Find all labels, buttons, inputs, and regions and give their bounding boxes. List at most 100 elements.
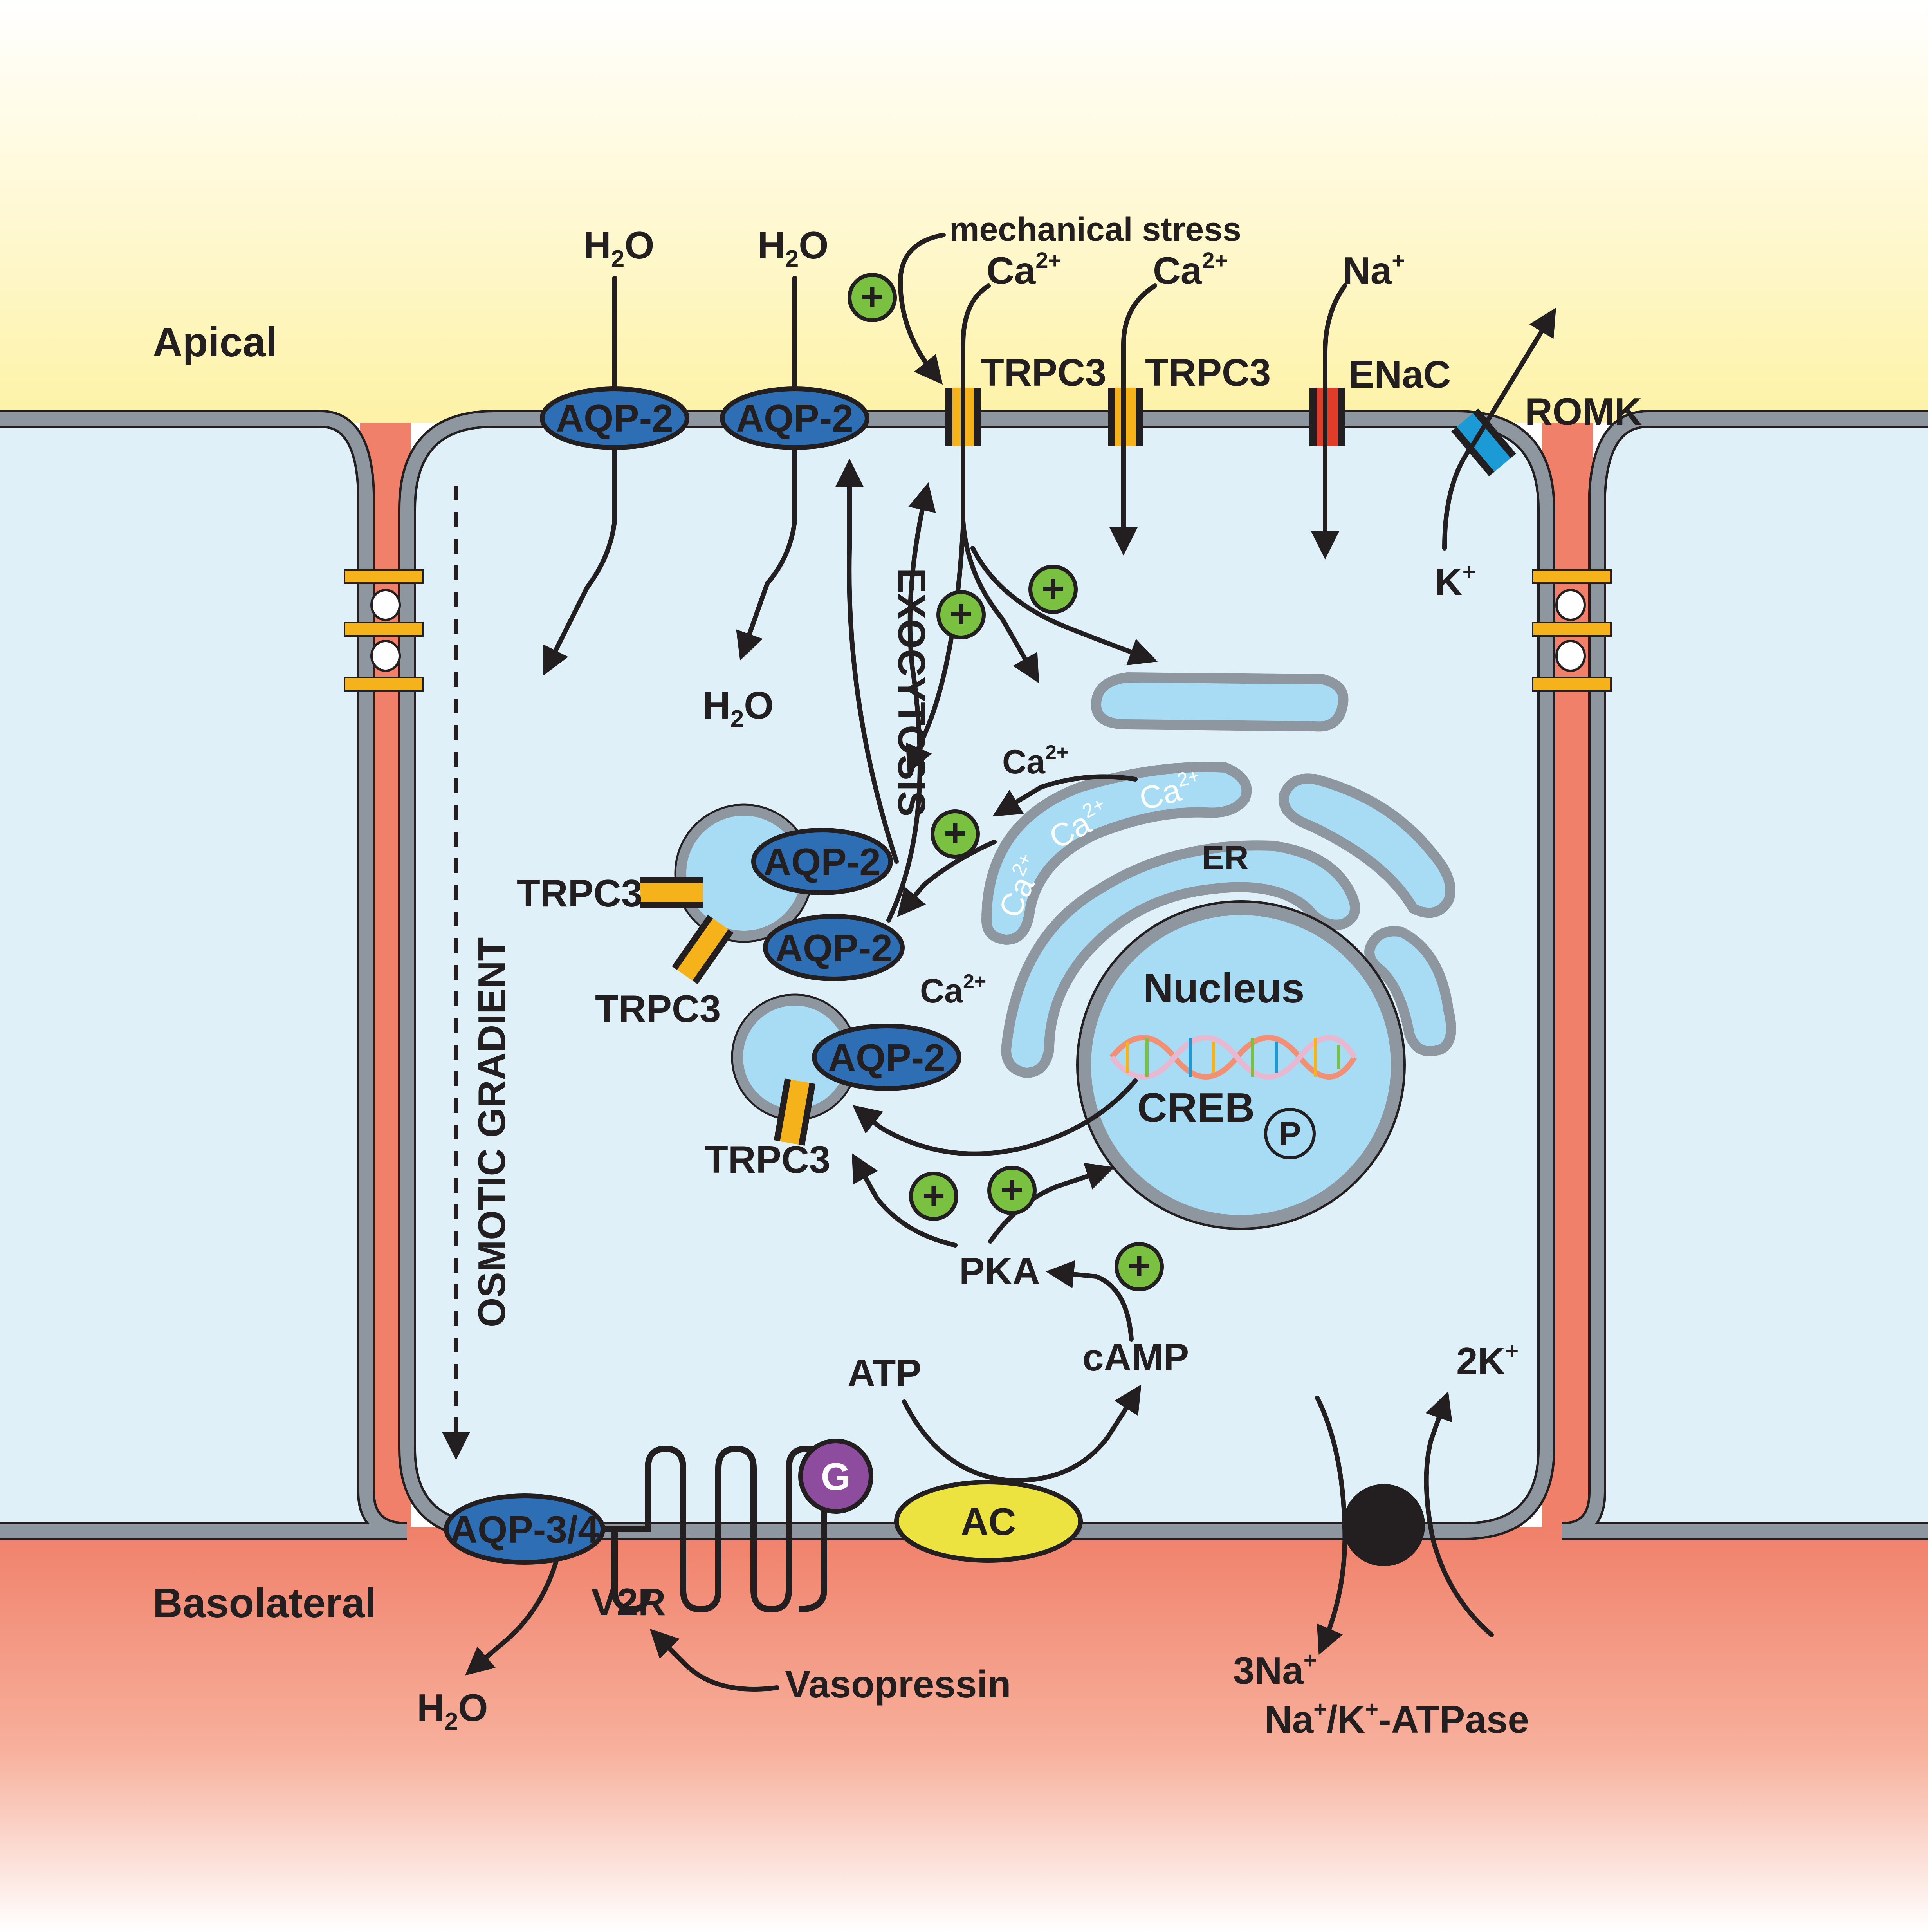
- exocytosis-arrow-1: [835, 459, 899, 864]
- k-flow-romk: [1442, 307, 1556, 551]
- pka-to-vesicle-arrow: [852, 1153, 958, 1248]
- ca-flow-to-er: [970, 546, 1158, 666]
- ca-flow-trpc3-1: [961, 283, 1039, 684]
- svg-text:+: +: [950, 592, 972, 636]
- mechanical-stress-arrow: [898, 233, 946, 385]
- right-neighbor-cell: [1562, 419, 1928, 1531]
- na-efflux-arrow: [1315, 1396, 1347, 1655]
- svg-text:+: +: [944, 811, 967, 855]
- h2o-label-cytoplasm: H2O: [703, 684, 774, 733]
- left-neighbor-cell: [0, 419, 407, 1531]
- plus-badge-camp: +: [1115, 1242, 1164, 1291]
- trpc3-label-apical-1: TRPC3: [981, 351, 1106, 394]
- svg-text:+: +: [1042, 567, 1064, 610]
- osmotic-gradient-label: OSMOTIC GRADIENT: [470, 937, 513, 1327]
- svg-text:AQP-2: AQP-2: [736, 397, 853, 440]
- basolateral-label: Basolateral: [153, 1580, 377, 1626]
- na-flow-enac: [1311, 283, 1347, 560]
- h2o-label-apical-2: H2O: [757, 224, 829, 273]
- svg-text:G: G: [821, 1455, 851, 1498]
- er-ca-release-arrow-2: [897, 840, 997, 917]
- v2r-receptor-loops: [611, 1529, 651, 1613]
- er-ca-release-arrow-1: [992, 774, 1138, 816]
- svg-text:+: +: [1128, 1244, 1151, 1288]
- apical-label: Apical: [153, 319, 277, 365]
- basolateral-interstitium: [0, 1527, 1928, 1932]
- svg-text:AC: AC: [961, 1500, 1016, 1543]
- na-k-atpase-pump: [1343, 1484, 1425, 1566]
- aqp2-channel-apical-1: AQP-2: [540, 386, 689, 450]
- creb-label: CREB: [1137, 1085, 1255, 1131]
- ca-label-apical-2: Ca2+: [1153, 248, 1228, 292]
- trpc3-vesicle-upper-2: [672, 915, 734, 984]
- vasopressin-arrow: [649, 1629, 779, 1692]
- trpc3-label-vesicle-1: TRPC3: [517, 872, 642, 915]
- trpc3-label-apical-2: TRPC3: [1145, 351, 1271, 394]
- plus-badge-ca-1: +: [936, 590, 986, 639]
- ca-label-cytoplasm-2: Ca2+: [920, 970, 986, 1010]
- tight-junction-right: [1532, 569, 1612, 692]
- apical-water-entry: [543, 276, 797, 676]
- exocytosis-arrow-2: [886, 482, 936, 923]
- svg-text:AQP-2: AQP-2: [763, 840, 881, 883]
- trpc3-vesicle-lower: [774, 1078, 816, 1146]
- svg-text:AQP-2: AQP-2: [556, 397, 673, 440]
- plus-badge-pka-1: +: [909, 1172, 958, 1221]
- nucleus-label: Nucleus: [1143, 965, 1304, 1011]
- exocytosis-label: EXOCYTOSIS: [890, 568, 933, 816]
- dna-helix-icon: [1109, 1035, 1357, 1080]
- aqp2-vesicle-upper-1: AQP-2: [751, 828, 893, 895]
- plus-badge-er: +: [931, 809, 980, 859]
- aqp2-vesicle-upper-2: AQP-2: [763, 914, 905, 981]
- romk-label: ROMK: [1525, 390, 1642, 433]
- phospho-badge: P: [1264, 1108, 1316, 1159]
- adenylyl-cyclase: AC: [894, 1480, 1083, 1563]
- romk-channel: [1451, 408, 1516, 477]
- camp-label: cAMP: [1082, 1336, 1189, 1379]
- svg-text:AQP-2: AQP-2: [828, 1036, 945, 1079]
- k-influx-arrow: [1424, 1391, 1494, 1637]
- two-k-label: 2K+: [1456, 1338, 1519, 1383]
- plus-badge-mechanical: +: [848, 273, 897, 322]
- creb-to-vesicle-arrow: [852, 1078, 1138, 1156]
- tight-junction-left: [344, 569, 424, 692]
- trpc3-label-vesicle-2: TRPC3: [595, 987, 721, 1030]
- h2o-label-apical-1: H2O: [583, 224, 655, 273]
- svg-text:+: +: [922, 1174, 945, 1217]
- ca-label-cytoplasm-1: Ca2+: [1002, 741, 1068, 781]
- g-protein: G: [798, 1439, 873, 1514]
- ca-flow-to-vesicle: [905, 526, 965, 774]
- pka-label: PKA: [959, 1249, 1040, 1293]
- plasma-membranes: [0, 410, 1928, 1540]
- plus-badge-ca-2: +: [1028, 565, 1078, 614]
- endoplasmic-reticulum: [981, 672, 1456, 1078]
- svg-text:AQP-2: AQP-2: [775, 926, 893, 970]
- basolateral-water-exit: [465, 1560, 558, 1676]
- svg-text:+: +: [861, 275, 884, 319]
- v2r-label: V2R: [591, 1580, 666, 1623]
- three-na-label: 3Na+: [1233, 1648, 1317, 1692]
- mechanical-stress-label: mechanical stress: [949, 211, 1241, 248]
- atp-to-camp-arrow: [902, 1384, 1142, 1483]
- trpc3-label-vesicle-3: TRPC3: [705, 1138, 830, 1181]
- h2o-label-basolateral: H2O: [417, 1686, 488, 1735]
- enac-label: ENaC: [1349, 353, 1451, 396]
- atp-label: ATP: [848, 1351, 922, 1394]
- vasopressin-label: Vasopressin: [785, 1663, 1011, 1706]
- svg-text:AQP-3/4: AQP-3/4: [450, 1508, 599, 1551]
- ca-flow-trpc3-2: [1109, 283, 1157, 556]
- aqp34-channel: AQP-3/4: [444, 1493, 605, 1565]
- na-k-atpase-label: Na+/K+-ATPase: [1264, 1697, 1529, 1741]
- plus-badge-pka-2: +: [987, 1166, 1037, 1215]
- svg-text:P: P: [1279, 1115, 1301, 1153]
- na-label-apical: Na+: [1343, 248, 1405, 292]
- ca-label-apical-1: Ca2+: [987, 248, 1061, 292]
- er-label: ER: [1202, 839, 1248, 877]
- k-label-apical: K+: [1435, 559, 1476, 603]
- camp-to-pka-arrow: [1046, 1260, 1134, 1342]
- svg-text:+: +: [1001, 1168, 1023, 1212]
- aqp2-channel-apical-2: AQP-2: [720, 386, 869, 450]
- trpc3-vesicle-upper-1: [640, 877, 703, 908]
- aqp2-vesicle-lower: AQP-2: [812, 1024, 961, 1091]
